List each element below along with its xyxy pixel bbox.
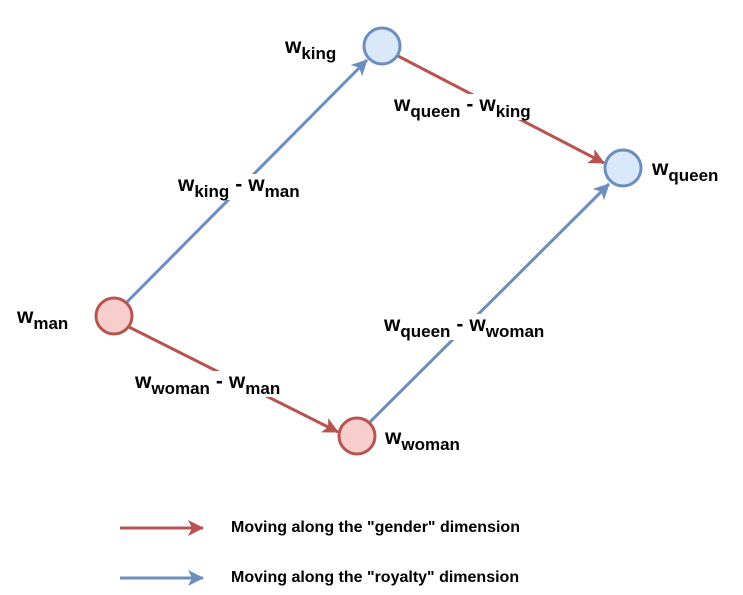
node-woman <box>337 416 377 456</box>
edge-label-woman-minus-man: wwoman-wman <box>133 370 283 398</box>
node-label-king: wking <box>285 35 337 63</box>
legend-royalty-label: Moving along the "royalty" dimension <box>231 569 520 586</box>
node-king <box>362 26 402 66</box>
node-man <box>94 296 134 336</box>
edge-label-queen-minus-woman: wqueen-wwoman <box>382 313 547 341</box>
node-label-man: wman <box>17 305 69 333</box>
node-label-queen: wqueen <box>652 157 719 185</box>
legend-gender-label: Moving along the "gender" dimension <box>231 519 520 536</box>
edge-queen-minus-woman <box>368 182 611 424</box>
edge-label-queen-minus-king: wqueen-wking <box>392 93 533 121</box>
node-queen <box>603 148 643 188</box>
edge-label-king-minus-man: wking-wman <box>176 173 302 201</box>
node-label-woman: wwoman <box>385 426 460 454</box>
